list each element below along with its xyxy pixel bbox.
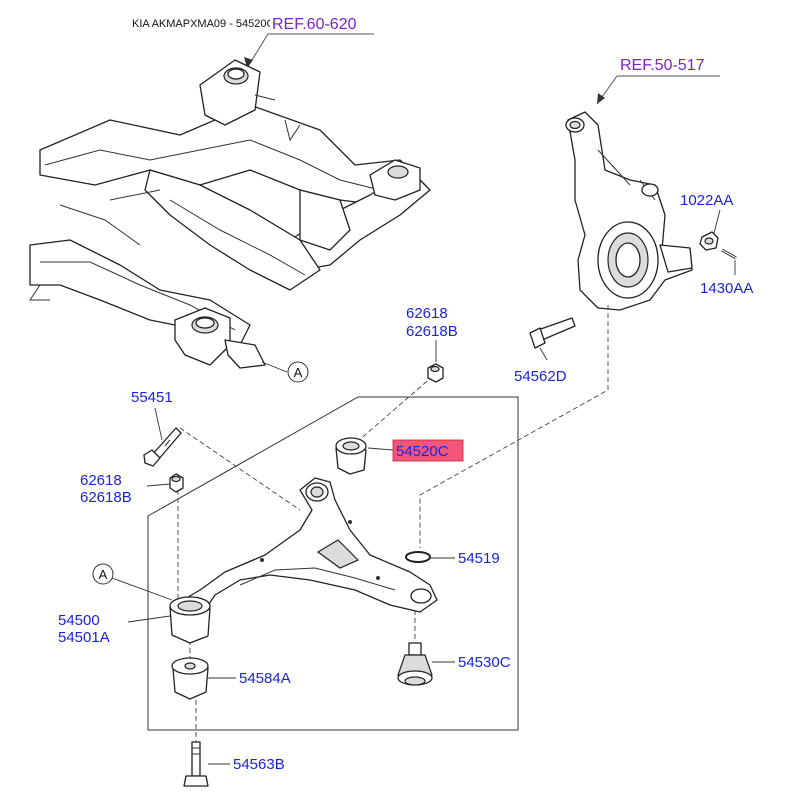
label-54530C[interactable]: 54530C — [458, 654, 511, 671]
label-54519[interactable]: 54519 — [458, 550, 500, 567]
part-62618-left-nut[interactable]: 62618 62618B — [80, 472, 184, 506]
part-62618-top-nut[interactable]: 62618 62618B — [406, 305, 458, 383]
label-54563B[interactable]: 54563B — [233, 756, 285, 773]
label-54501A[interactable]: 54501A — [58, 629, 110, 646]
detail-box-outline — [147, 396, 519, 731]
detail-marker-frame-letter: A — [294, 365, 303, 380]
label-62618-left[interactable]: 62618 — [80, 472, 122, 489]
part-54562D[interactable]: 54562D — [514, 317, 576, 385]
detail-marker-arm-a[interactable]: A — [92, 563, 173, 601]
part-54530C-ball-joint[interactable]: 54530C — [397, 642, 511, 686]
part-54520C-bushing[interactable]: 54520C — [335, 437, 464, 475]
detail-marker-frame-a[interactable]: A — [261, 361, 309, 383]
label-1430AA[interactable]: 1430AA — [700, 280, 753, 297]
part-54519-snap-ring[interactable]: 54519 — [405, 550, 500, 567]
ref-knuckle-label[interactable]: REF.50-517 — [620, 57, 705, 74]
label-54520C[interactable]: 54520C — [396, 443, 449, 460]
label-62618-top[interactable]: 62618 — [406, 305, 448, 322]
subframe-assembly — [29, 59, 431, 369]
ref-subframe-label[interactable]: REF.60-620 — [272, 16, 357, 33]
label-54500[interactable]: 54500 — [58, 612, 100, 629]
label-62618B-left[interactable]: 62618B — [80, 489, 132, 506]
ref-knuckle-callout[interactable]: REF.50-517 — [596, 57, 720, 105]
label-54562D[interactable]: 54562D — [514, 368, 567, 385]
part-1430AA[interactable]: 1430AA — [700, 248, 753, 297]
part-54500-arm-bushing[interactable]: 54500 54501A — [58, 596, 211, 646]
header-caption: KIA AKMAPXMA09 - 54520C — [132, 18, 275, 30]
part-1022AA[interactable]: 1022AA — [680, 192, 733, 251]
ref-subframe-callout[interactable]: REF.60-620 — [244, 10, 374, 69]
part-54563B-bolt[interactable]: 54563B — [183, 741, 285, 787]
label-62618B-top[interactable]: 62618B — [406, 323, 458, 340]
highlight-54520C — [392, 439, 464, 462]
assembly-guide-lines — [177, 305, 609, 745]
part-55451-bolt[interactable]: 55451 — [131, 389, 182, 467]
part-54584A-bushing[interactable]: 54584A — [171, 657, 291, 700]
label-54584A[interactable]: 54584A — [239, 670, 291, 687]
detail-marker-arm-letter: A — [99, 567, 108, 582]
label-1022AA[interactable]: 1022AA — [680, 192, 733, 209]
label-55451[interactable]: 55451 — [131, 389, 173, 406]
steering-knuckle — [565, 111, 693, 311]
lower-control-arm — [177, 477, 438, 616]
